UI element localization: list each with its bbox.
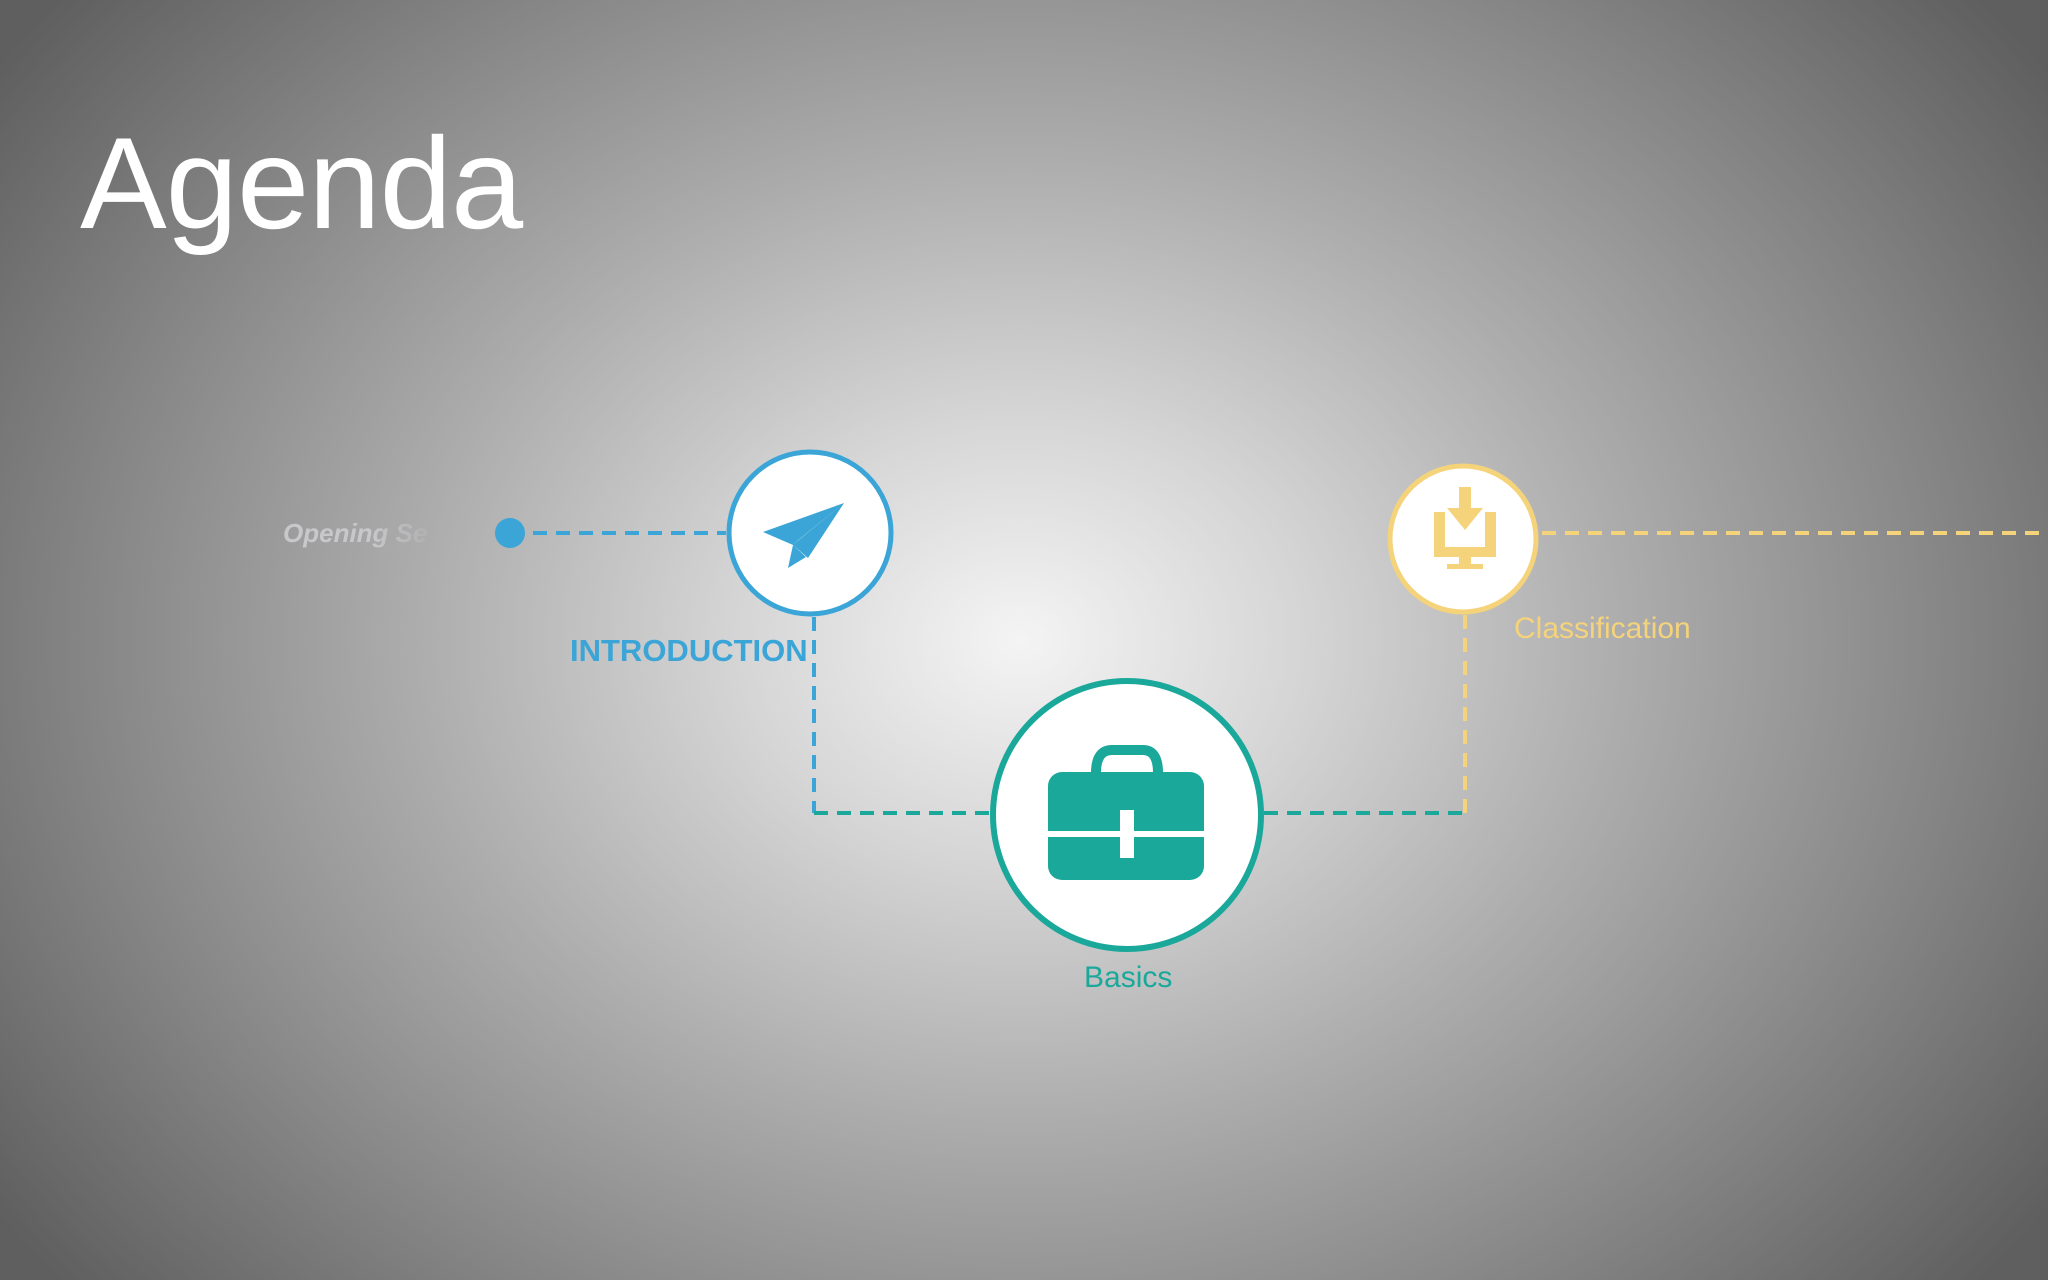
step-introduction-label[interactable]: INTRODUCTION [570, 633, 808, 668]
paper-plane-icon [763, 503, 844, 568]
step-basics-node[interactable] [990, 678, 1264, 952]
toolbox-icon [1048, 745, 1204, 880]
download-monitor-icon [1434, 487, 1496, 569]
step-classification-node[interactable] [1387, 463, 1539, 615]
step-opening-label[interactable]: Opening Se [283, 518, 428, 548]
step-basics-label[interactable]: Basics [1084, 961, 1173, 994]
timeline-start-dot [495, 518, 525, 548]
step-classification-label[interactable]: Classification [1514, 612, 1691, 645]
step-introduction-node[interactable] [726, 449, 894, 617]
page-title: Agenda [80, 110, 523, 256]
